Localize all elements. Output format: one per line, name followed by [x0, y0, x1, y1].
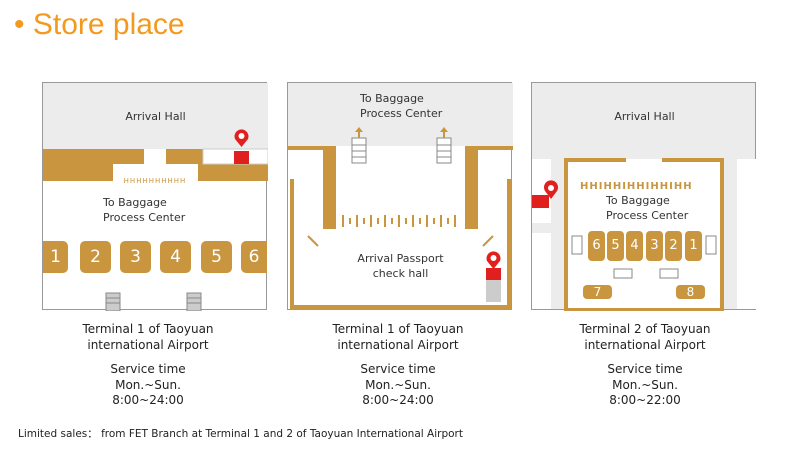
escalator-icon: [571, 235, 717, 279]
location-pin-icon: [486, 251, 501, 269]
gate-5: 5: [607, 231, 624, 261]
map-terminal1-passport: To Baggage Process Center Arrival Passpo…: [287, 82, 513, 310]
gate-4: 4: [160, 241, 191, 273]
store-marker-block: [486, 268, 501, 280]
floor-plan: HHHHHHHHHH: [43, 83, 268, 311]
map-terminal2-arrival: Arrival Hall HHIHHIHHIHHIHH To Baggage P…: [531, 82, 757, 311]
footer-note: Limited sales： from FET Branch at Termin…: [18, 428, 463, 440]
gate-2: 2: [665, 231, 682, 261]
terminal-name: Terminal 2 of Taoyuan: [579, 322, 711, 336]
caption-map-2: Terminal 1 of Taoyuan international Airp…: [288, 322, 508, 409]
gate-5: 5: [201, 241, 232, 273]
label-process-center: Process Center: [103, 211, 186, 224]
barrier-glyphs: HHIHHIHHIHHIHH: [580, 181, 693, 192]
airport-name: international Airport: [337, 337, 459, 352]
service-hours: 8:00~24:00: [112, 393, 184, 407]
caption-map-1: Terminal 1 of Taoyuan international Airp…: [38, 322, 258, 409]
gate-6: 6: [588, 231, 605, 261]
store-marker-block: [532, 195, 549, 208]
terminal-name: Terminal 1 of Taoyuan: [332, 322, 464, 336]
gate-3: 3: [646, 231, 663, 261]
service-days: Mon.~Sun.: [115, 377, 181, 392]
gate-7: 7: [583, 285, 612, 299]
gate-2: 2: [80, 241, 111, 273]
gate-1: 1: [685, 231, 702, 261]
label-arrival-hall: Arrival Hall: [125, 110, 186, 123]
label-process-center: Process Center: [606, 209, 689, 222]
gate-8: 8: [676, 285, 705, 299]
page-title: • Store place: [14, 8, 185, 41]
store-marker-block: [234, 151, 249, 164]
gate-3: 3: [120, 241, 151, 273]
label-check-hall: check hall: [372, 267, 429, 280]
location-pin-icon: [234, 129, 249, 147]
terminal-name: Terminal 1 of Taoyuan: [82, 322, 214, 336]
label-process-center: Process Center: [360, 107, 443, 120]
label-arrival-hall: Arrival Hall: [614, 110, 675, 123]
service-days: Mon.~Sun.: [365, 377, 431, 392]
service-time-label: Service time: [607, 362, 683, 376]
gate-6: 6: [241, 241, 267, 273]
floor-plan: [288, 83, 513, 309]
label-arrival-passport: Arrival Passport: [357, 252, 444, 265]
title-text: Store place: [32, 8, 185, 41]
service-days: Mon.~Sun.: [612, 377, 678, 392]
location-pin-icon: [544, 180, 558, 199]
service-hours: 8:00~22:00: [609, 393, 681, 407]
service-time-label: Service time: [110, 362, 186, 376]
map-terminal1-arrival: HHHHHHHHHH Arrival Hall To Baggage Proce…: [42, 82, 268, 311]
service-hours: 8:00~24:00: [362, 393, 434, 407]
barrier-ticks: [342, 215, 456, 227]
label-to-baggage: To Baggage: [103, 196, 167, 209]
airport-name: international Airport: [87, 337, 209, 352]
label-to-baggage: To Baggage: [606, 194, 670, 207]
gate-1: 1: [43, 241, 68, 273]
gate-4: 4: [626, 231, 643, 261]
service-time-label: Service time: [360, 362, 436, 376]
airport-name: international Airport: [584, 337, 706, 352]
svg-text:HHHHHHHHHH: HHHHHHHHHH: [124, 177, 187, 185]
label-to-baggage: To Baggage: [360, 92, 424, 105]
caption-map-3: Terminal 2 of Taoyuan international Airp…: [535, 322, 755, 409]
